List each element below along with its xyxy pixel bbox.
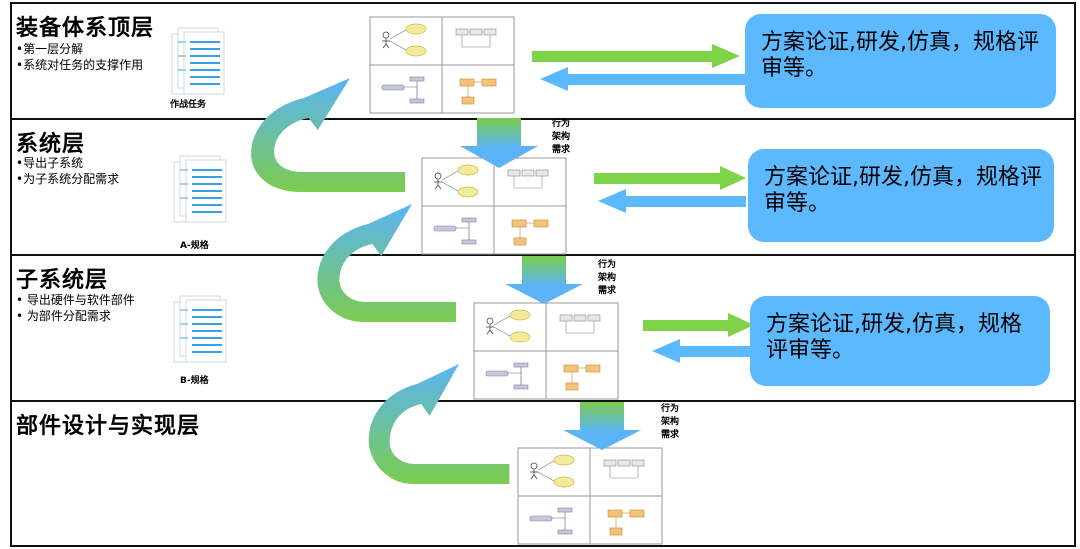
document-label: A-规格 (180, 241, 209, 251)
bullet: • 导出硬件与软件部件 (16, 293, 135, 307)
layer-title-top: 装备体系顶层 (16, 16, 155, 41)
activity-bubble: 方案论证,研发,仿真，规格评审等。 (750, 296, 1050, 386)
right-arrow-icon (532, 44, 740, 68)
model-diagram-thumbnail (517, 447, 663, 545)
activity-bubble: 方案论证,研发,仿真，规格评审等。 (745, 14, 1056, 108)
bullet: • 为部件分配需求 (16, 309, 111, 323)
requirement-label: 架构 (552, 132, 571, 142)
requirement-label: 需求 (598, 286, 617, 296)
bullet: •导出子系统 (16, 156, 84, 170)
curved-feedback-arrow-icon (251, 78, 406, 192)
activity-bubble: 方案论证,研发,仿真，规格评审等。 (748, 149, 1054, 242)
requirement-label: 架构 (661, 417, 680, 427)
requirement-label: 架构 (598, 273, 617, 283)
right-arrow-icon (594, 166, 746, 190)
requirement-label: 需求 (552, 145, 571, 155)
layer-title-component: 部件设计与实现层 (16, 414, 201, 439)
layer-title-subsystem: 子系统层 (16, 268, 109, 293)
document-icon (173, 155, 227, 223)
document-icon (173, 295, 227, 363)
requirement-label: 需求 (661, 430, 680, 440)
requirement-label-group: 行为 架构 需求 (661, 403, 679, 442)
model-diagram-thumbnail (369, 16, 515, 114)
curved-feedback-arrow-icon (317, 204, 456, 322)
model-diagram-thumbnail (421, 157, 567, 255)
right-arrow-icon (643, 313, 754, 337)
left-arrow-icon (598, 189, 746, 213)
model-diagram-thumbnail (473, 302, 619, 400)
requirement-label: 行为 (661, 404, 680, 414)
document-label: 作战任务 (170, 100, 207, 110)
document-label: B-规格 (180, 376, 209, 386)
requirement-label-group: 行为 架构 需求 (552, 118, 570, 157)
down-arrow-icon (460, 118, 538, 168)
down-arrow-icon (563, 402, 641, 450)
bullet: •为子系统分配需求 (16, 172, 120, 186)
requirement-label: 行为 (552, 119, 571, 129)
left-arrow-icon (652, 339, 750, 363)
curved-feedback-arrow-icon (368, 364, 510, 484)
bullet: •系统对任务的支撑作用 (16, 58, 144, 72)
requirement-label: 行为 (598, 260, 617, 270)
down-arrow-icon (505, 256, 583, 304)
left-arrow-icon (540, 67, 746, 91)
bullet: •第一层分解 (16, 42, 84, 56)
document-icon (171, 27, 225, 95)
requirement-label-group: 行为 架构 需求 (598, 259, 616, 298)
layer-title-system: 系统层 (16, 132, 86, 157)
